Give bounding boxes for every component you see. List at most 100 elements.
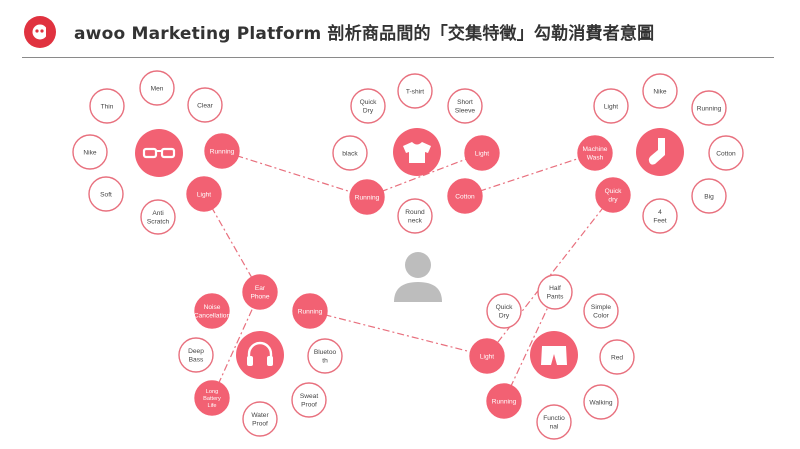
product-node-glasses <box>135 129 183 177</box>
shorts-icon <box>541 346 567 365</box>
tag-node: Cotton <box>447 178 483 214</box>
tag-bubble-highlighted <box>204 133 240 169</box>
tag-label: Thin <box>101 103 114 110</box>
tag-bubble-highlighted <box>469 338 505 374</box>
tag-node: T-shirt <box>397 73 433 109</box>
tag-bubble <box>350 88 386 124</box>
tag-bubble <box>642 73 678 109</box>
tag-bubble <box>187 87 223 123</box>
tag-label: Men <box>151 85 164 92</box>
tag-bubble <box>140 199 176 235</box>
tag-bubble-highlighted <box>486 383 522 419</box>
tag-bubble <box>178 337 214 373</box>
connector-line <box>486 194 614 357</box>
tag-bubble <box>599 339 635 375</box>
tag-bubble <box>397 73 433 109</box>
product-node-tshirt <box>393 128 441 176</box>
tag-label: Light <box>604 103 618 110</box>
tag-bubble-highlighted <box>595 177 631 213</box>
tag-node: Cotton <box>708 135 744 171</box>
tshirt-icon <box>403 142 431 163</box>
tag-bubble <box>307 338 343 374</box>
tag-bubble-highlighted <box>577 135 613 171</box>
connector-line <box>221 150 368 198</box>
tag-label: Nike <box>653 88 667 95</box>
tag-label: Soft <box>100 191 112 198</box>
tag-bubble <box>242 401 278 437</box>
tag-bubble-highlighted <box>447 178 483 214</box>
tag-node: Nike <box>72 134 108 170</box>
tag-bubble <box>332 135 368 171</box>
connector-line <box>309 310 488 357</box>
tag-bubble <box>583 384 619 420</box>
tag-node: Walking <box>583 384 619 420</box>
product-node-shorts <box>530 331 578 379</box>
tag-bubble-highlighted <box>242 274 278 310</box>
tag-node: Light <box>464 135 500 171</box>
tag-node: Light <box>186 176 222 212</box>
tag-label: Running <box>355 194 380 201</box>
tag-bubble <box>72 134 108 170</box>
tag-bubble-highlighted <box>194 380 230 416</box>
tag-bubble-highlighted <box>186 176 222 212</box>
tag-bubble <box>642 198 678 234</box>
tag-bubble <box>708 135 744 171</box>
tag-label: Nike <box>83 149 97 156</box>
product-node-headphones <box>236 331 284 379</box>
tag-node: Nike <box>642 73 678 109</box>
product-circle <box>530 331 578 379</box>
tag-bubble-highlighted <box>292 293 328 329</box>
tag-bubble <box>583 293 619 329</box>
tag-bubble <box>291 382 327 418</box>
product-node-socks <box>636 128 684 176</box>
tag-bubble <box>691 90 727 126</box>
tag-node: Red <box>599 339 635 375</box>
tag-bubble <box>447 88 483 124</box>
sock-icon <box>648 138 665 165</box>
tag-label: Light <box>197 191 211 198</box>
connector-line <box>366 152 483 198</box>
tag-label: Running <box>298 308 323 315</box>
connector-line <box>211 291 261 399</box>
connector-line <box>503 291 556 402</box>
tag-label: Running <box>210 148 235 155</box>
tag-bubble <box>593 88 629 124</box>
tag-node: Thin <box>89 88 125 124</box>
tag-label: Walking <box>589 399 613 406</box>
tag-label: Red <box>611 354 623 361</box>
tag-label: Cotton <box>455 193 475 200</box>
glasses-icon <box>142 147 176 159</box>
tag-bubble <box>139 70 175 106</box>
tag-node: Soft <box>88 176 124 212</box>
tag-bubble <box>89 88 125 124</box>
tag-label: Running <box>697 105 722 112</box>
